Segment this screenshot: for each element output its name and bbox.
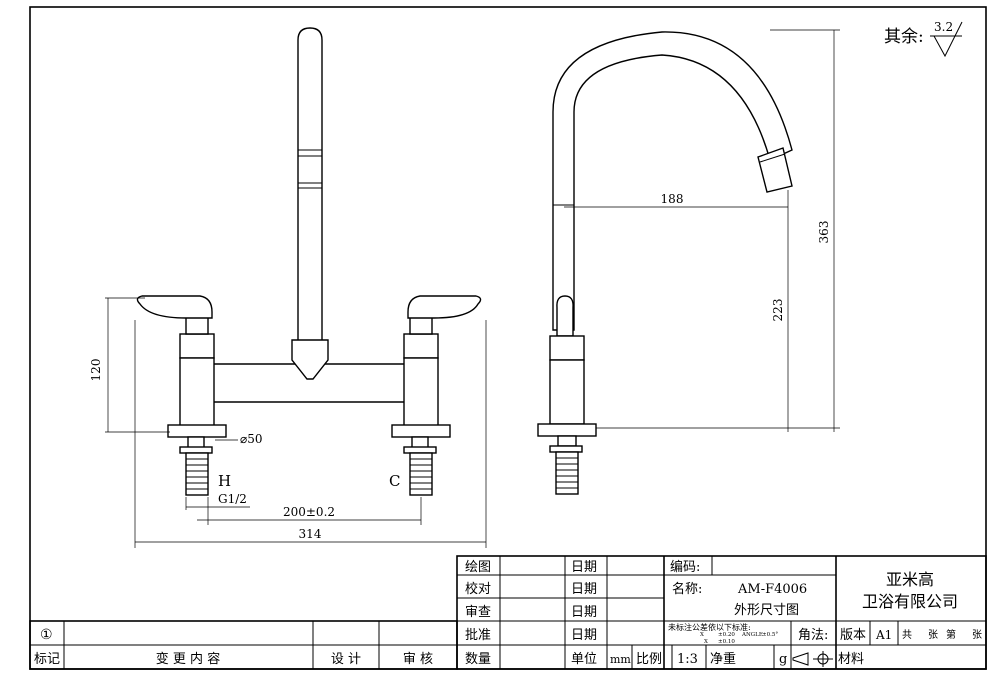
tb-net-weight: 净重	[710, 651, 736, 667]
tb-code-label: 编码:	[670, 560, 700, 575]
surface-finish-note: 其余: 3.2	[884, 20, 963, 58]
tb-date-1: 日期	[571, 560, 597, 575]
rev-mark-header: 标记	[34, 652, 60, 667]
dim-height-363: 363	[817, 221, 831, 244]
company-line-2: 卫浴有限公司	[862, 592, 958, 611]
tb-sheet-unit-2: 张	[972, 629, 982, 641]
left-thread	[185, 452, 209, 496]
label-h: H	[218, 472, 231, 490]
tb-drawing-title: 外形尺寸图	[734, 603, 799, 618]
tb-unit: 单位	[571, 652, 597, 667]
left-handle	[136, 295, 213, 319]
tb-sheet-unit-1: 张	[928, 629, 938, 641]
tb-unit-value: mm	[610, 653, 631, 666]
tb-sheet-nth: 第	[946, 628, 956, 641]
surface-finish-value: 3.2	[934, 20, 953, 34]
spout-base	[291, 339, 329, 380]
projection-symbol-icon	[792, 651, 833, 667]
tb-quantity: 数量	[465, 652, 491, 667]
front-dimensions: 120 ⌀50 H C G1/2 200±0.2 314	[89, 297, 487, 548]
dim-120: 120	[89, 359, 103, 382]
tb-projection: 角法:	[798, 628, 828, 643]
right-thread	[409, 452, 433, 496]
company-line-1: 亚米高	[886, 570, 934, 589]
tb-version: 版本	[840, 628, 866, 643]
dim-spacing: 200±0.2	[283, 505, 335, 519]
front-view-faucet	[136, 27, 482, 496]
tb-checked: 校对	[465, 581, 491, 597]
spout-tube	[297, 27, 323, 344]
side-thread	[555, 451, 579, 495]
side-handle	[556, 295, 574, 337]
right-handle	[407, 295, 482, 319]
rev-change-header: 变 更 内 容	[156, 651, 220, 667]
dim-reach-188: 188	[661, 192, 684, 206]
title-block: 绘图 校对 审查 批准 数量 日期 日期 日期 日期 单位 mm 比例 1:3 …	[456, 555, 987, 670]
tb-paper: A1	[875, 628, 892, 642]
tb-material: 材料	[838, 652, 864, 667]
tb-tolerance-note: 未标注公差依以下标准:	[668, 622, 751, 632]
tb-date-3: 日期	[571, 605, 597, 620]
rev-design-header: 设 计	[331, 652, 361, 667]
side-view-faucet	[537, 31, 793, 495]
dim-height-223: 223	[771, 299, 785, 322]
dim-diameter-50: ⌀50	[240, 432, 263, 446]
tol-x-val: ±0.20	[718, 632, 735, 638]
tb-reviewed: 审查	[465, 605, 491, 620]
tb-drawn: 绘图	[465, 560, 491, 575]
side-dimensions: 188 223 363	[564, 29, 840, 432]
label-c: C	[389, 472, 400, 490]
tb-approved: 批准	[465, 628, 491, 643]
surface-finish-label: 其余:	[884, 27, 924, 47]
rev-audit-header: 审 核	[403, 652, 433, 667]
sheet-border	[29, 6, 987, 670]
dim-width-314: 314	[299, 527, 322, 541]
tb-weight-unit: g	[779, 652, 787, 667]
gooseneck-spout	[552, 31, 793, 331]
tol-xx: X	[704, 639, 708, 645]
surface-finish-symbol	[930, 21, 963, 58]
rev-mark: ①	[40, 627, 53, 643]
tb-date-2: 日期	[571, 582, 597, 597]
tb-date-4: 日期	[571, 628, 597, 643]
tb-name-label: 名称:	[672, 581, 702, 597]
tb-scale-value: 1:3	[677, 652, 698, 667]
tb-sheet-total: 共	[902, 629, 912, 641]
revision-block: ① 标记 变 更 内 容 设 计 审 核	[29, 620, 458, 670]
tol-angle-val: ±0.5°	[762, 632, 778, 638]
dim-thread: G1/2	[218, 492, 247, 506]
tol-angle: ANGLE	[741, 632, 763, 638]
tb-scale: 比例	[636, 652, 662, 667]
tb-model: AM-F4006	[737, 582, 807, 597]
tol-xx-val: ±0.10	[718, 639, 735, 645]
tol-x: X	[700, 632, 704, 638]
